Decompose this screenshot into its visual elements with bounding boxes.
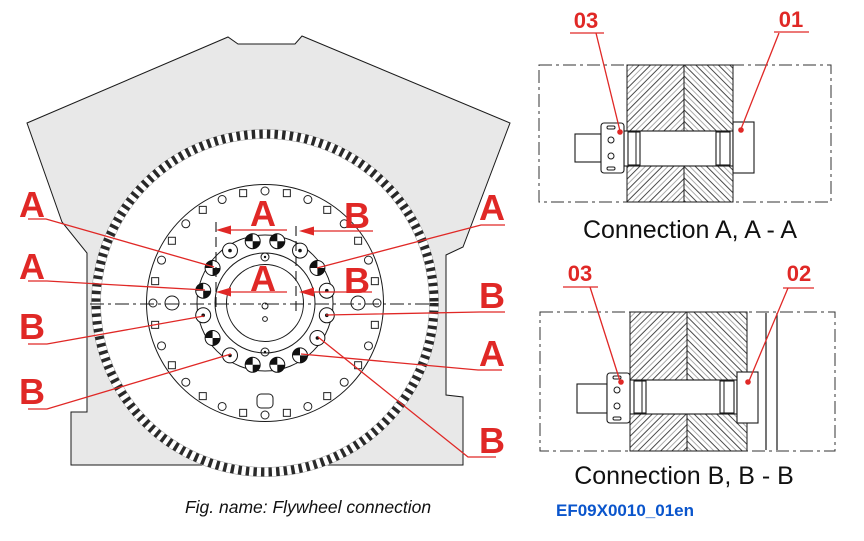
disc-hole (339, 219, 349, 229)
disc-hole (260, 186, 270, 196)
disc-circle (146, 184, 384, 422)
label-left-b1: B (19, 306, 45, 347)
disc-hole (323, 392, 332, 401)
disc-hole (282, 408, 291, 417)
disc-hole (354, 236, 363, 245)
callout-03-a: 03 (574, 8, 598, 33)
gear-ring (91, 129, 439, 477)
section-arrows: A B A B (216, 193, 373, 301)
disc-hole (370, 277, 379, 286)
label-left-a2: A (19, 246, 45, 287)
fitted-bolt-a (244, 233, 261, 250)
bolt-b (222, 242, 238, 259)
disc-hole (372, 298, 382, 308)
arrow-label-a-mid: A (250, 258, 276, 299)
label-right-b1: B (479, 275, 505, 316)
fitted-bolt-a (269, 356, 286, 373)
bolt-b (195, 307, 212, 324)
fitted-bolt-a (195, 282, 212, 299)
label-right-a2: A (479, 333, 505, 374)
arrow-label-b-mid: B (344, 260, 370, 301)
fitted-bolt-a (309, 260, 326, 276)
fitted-bolt-a (204, 330, 221, 346)
disc-hole (167, 361, 176, 370)
disc-hole (370, 320, 379, 329)
fitted-bolt-a (292, 347, 308, 364)
connection-flange (196, 234, 334, 372)
flange-bolt-ring (195, 233, 335, 373)
disc-hole (239, 408, 248, 417)
fitted-bolt-a (244, 356, 261, 373)
disc-hole (303, 401, 313, 411)
arrow-label-a-top: A (250, 193, 276, 234)
bolt-b (222, 347, 238, 364)
disc-hole (148, 298, 158, 308)
disc-hole (260, 410, 270, 420)
document-code: EF09X0010_01en (556, 501, 694, 520)
label-right-b2: B (479, 420, 505, 461)
figure-caption: Fig. name: Flywheel connection (185, 497, 431, 517)
disc-hole (181, 219, 191, 229)
label-left-a1: A (19, 184, 45, 225)
section-a-bolt (574, 121, 755, 174)
disc-hole (157, 341, 167, 351)
fitted-bolt-a (269, 233, 286, 250)
disc-side-hole-right (350, 295, 366, 311)
bolt-b (318, 282, 335, 299)
bolt-leader-lines (28, 218, 505, 458)
disc-hole (157, 255, 167, 265)
label-left-b2: B (19, 371, 45, 412)
disc-bottom-hole (256, 393, 274, 409)
disc-hole (198, 392, 207, 401)
disc-hole (217, 401, 227, 411)
bolt-b (309, 330, 326, 346)
disc-hole (339, 377, 349, 387)
disc-hole (323, 205, 332, 214)
section-view-b: 03 02 Connection B, B - B (539, 261, 836, 490)
disc-hole (239, 189, 248, 198)
callout-02: 02 (787, 261, 811, 286)
disc-hole (198, 205, 207, 214)
fitted-bolt-a (204, 260, 221, 276)
disc-hole (282, 189, 291, 198)
disc-bolt-hole-ring (148, 186, 382, 420)
arrow-label-b-top: B (344, 195, 370, 236)
flywheel-front-view: A B A B A A B B A B A B Fig. name: F (19, 35, 511, 517)
disc-hole (217, 195, 227, 205)
section-b-callouts: 03 02 (563, 261, 814, 385)
section-a-title: Connection A, A - A (583, 216, 797, 244)
label-right-a1: A (479, 187, 505, 228)
disc-hole (363, 341, 373, 351)
disc-hole (167, 236, 176, 245)
disc-side-hole-left (164, 295, 180, 311)
callout-01: 01 (779, 7, 803, 32)
section-a-callouts: 03 01 (570, 7, 809, 135)
disc-hole (181, 377, 191, 387)
callout-03-b: 03 (568, 261, 592, 286)
section-b-title: Connection B, B - B (574, 462, 794, 490)
bolt-type-labels: A A B B A B A B (19, 184, 505, 461)
disc-hole (151, 277, 160, 286)
disc-hole (363, 255, 373, 265)
disc-hole (303, 195, 313, 205)
section-b-bolt (576, 371, 759, 424)
section-view-a: 03 01 Connection A, A - A (538, 7, 832, 244)
bolt-b (292, 242, 308, 259)
